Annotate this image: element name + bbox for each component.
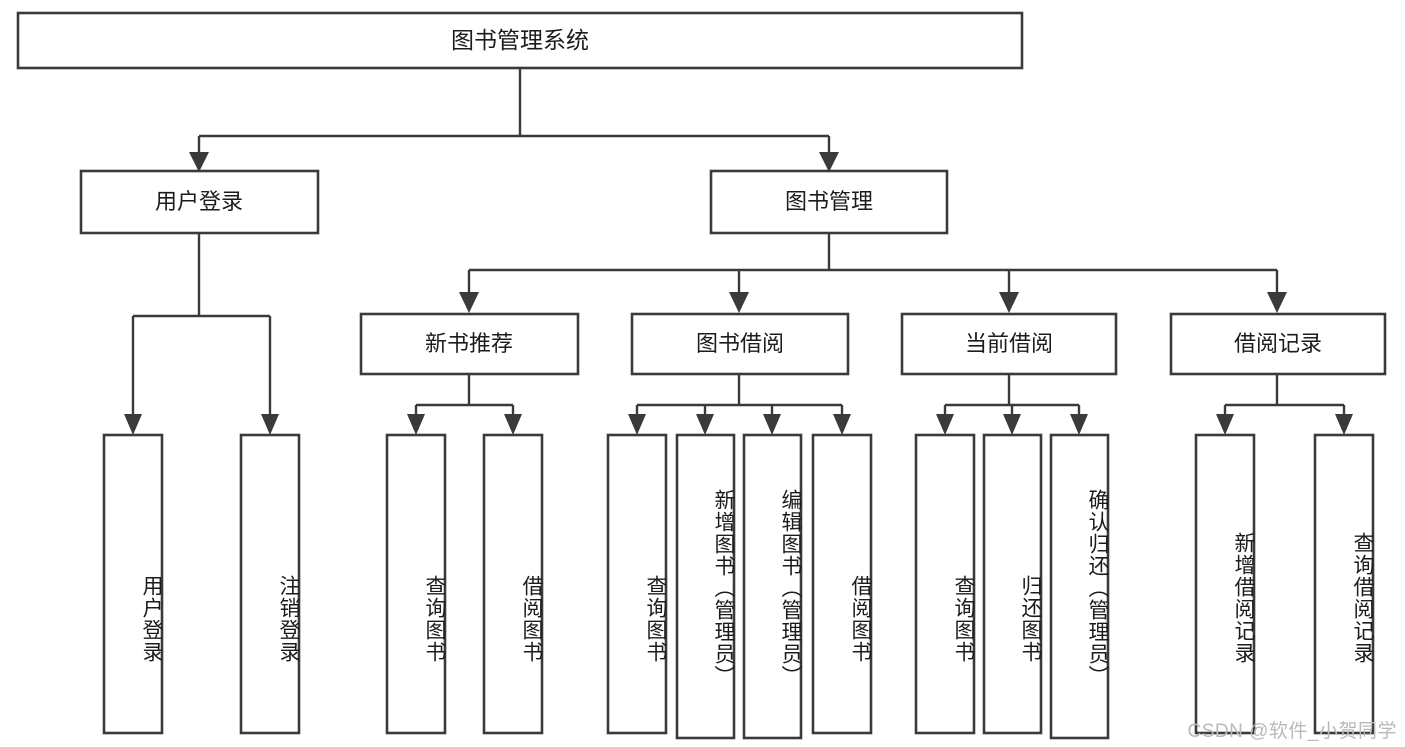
node-leaf-borrow-borrow-book[interactable] bbox=[811, 433, 873, 735]
arrow-user-login bbox=[189, 152, 209, 172]
arrow-leaf-user-login bbox=[124, 414, 142, 435]
node-leaf-recommend-borrow-book[interactable] bbox=[482, 433, 544, 735]
node-root-system[interactable] bbox=[16, 11, 1024, 70]
arrow-current-confirm-return bbox=[1070, 414, 1088, 435]
arrow-current-return-book bbox=[1003, 414, 1021, 435]
node-leaf-query-borrow-record[interactable] bbox=[1313, 433, 1375, 735]
arrow-record-add-record bbox=[1216, 414, 1234, 435]
arrow-record-query-record bbox=[1335, 414, 1353, 435]
node-new-book-recommend-label: 新书推荐 bbox=[425, 331, 513, 356]
node-leaf-current-query-book[interactable] bbox=[914, 433, 976, 735]
node-borrow-record-label: 借阅记录 bbox=[1234, 331, 1322, 356]
node-new-book-recommend[interactable] bbox=[359, 312, 580, 376]
node-leaf-logout-login[interactable] bbox=[239, 433, 301, 735]
arrow-borrow-record bbox=[1267, 292, 1287, 313]
arrow-borrow-edit-book bbox=[763, 414, 781, 435]
node-book-borrow-label: 图书借阅 bbox=[696, 331, 784, 356]
arrow-recommend-borrow-book bbox=[504, 414, 522, 435]
node-leaf-current-confirm-return[interactable] bbox=[1049, 433, 1110, 740]
arrow-recommend-query-book bbox=[407, 414, 425, 435]
arrow-current-borrow bbox=[999, 292, 1019, 313]
node-book-borrow[interactable] bbox=[630, 312, 850, 376]
node-borrow-record[interactable] bbox=[1169, 312, 1387, 376]
node-leaf-borrow-add-book[interactable] bbox=[675, 433, 736, 740]
node-root-label: 图书管理系统 bbox=[451, 27, 589, 53]
arrow-borrow-add-book bbox=[696, 414, 714, 435]
node-leaf-add-borrow-record[interactable] bbox=[1194, 433, 1256, 735]
node-user-login-label: 用户登录 bbox=[155, 189, 243, 214]
node-current-borrow[interactable] bbox=[900, 312, 1118, 376]
arrow-leaf-logout-login bbox=[261, 414, 279, 435]
arrow-book-manage bbox=[819, 152, 839, 172]
node-book-management-label: 图书管理 bbox=[785, 189, 873, 214]
csdn-watermark: CSDN @软件_小贺同学 bbox=[1187, 721, 1397, 742]
connector-group bbox=[124, 68, 1353, 435]
node-leaf-borrow-query-book[interactable] bbox=[606, 433, 668, 735]
arrow-book-borrow bbox=[729, 292, 749, 313]
node-leaf-current-return-book[interactable] bbox=[982, 433, 1043, 735]
node-leaf-recommend-query-book[interactable] bbox=[385, 433, 447, 735]
arrow-current-query-book bbox=[936, 414, 954, 435]
node-leaf-borrow-edit-book[interactable] bbox=[742, 433, 803, 740]
node-book-management[interactable] bbox=[709, 169, 949, 235]
arrow-borrow-borrow-book bbox=[833, 414, 851, 435]
arrow-new-book-recommend bbox=[459, 292, 479, 313]
arrow-borrow-query-book bbox=[628, 414, 646, 435]
node-leaf-user-login[interactable] bbox=[102, 433, 164, 735]
node-group: 图书管理系统 用户登录 图书管理 新书推荐 图书借阅 当前借阅 借阅记录 bbox=[16, 11, 1387, 740]
node-user-login[interactable] bbox=[79, 169, 320, 235]
node-current-borrow-label: 当前借阅 bbox=[965, 331, 1053, 356]
